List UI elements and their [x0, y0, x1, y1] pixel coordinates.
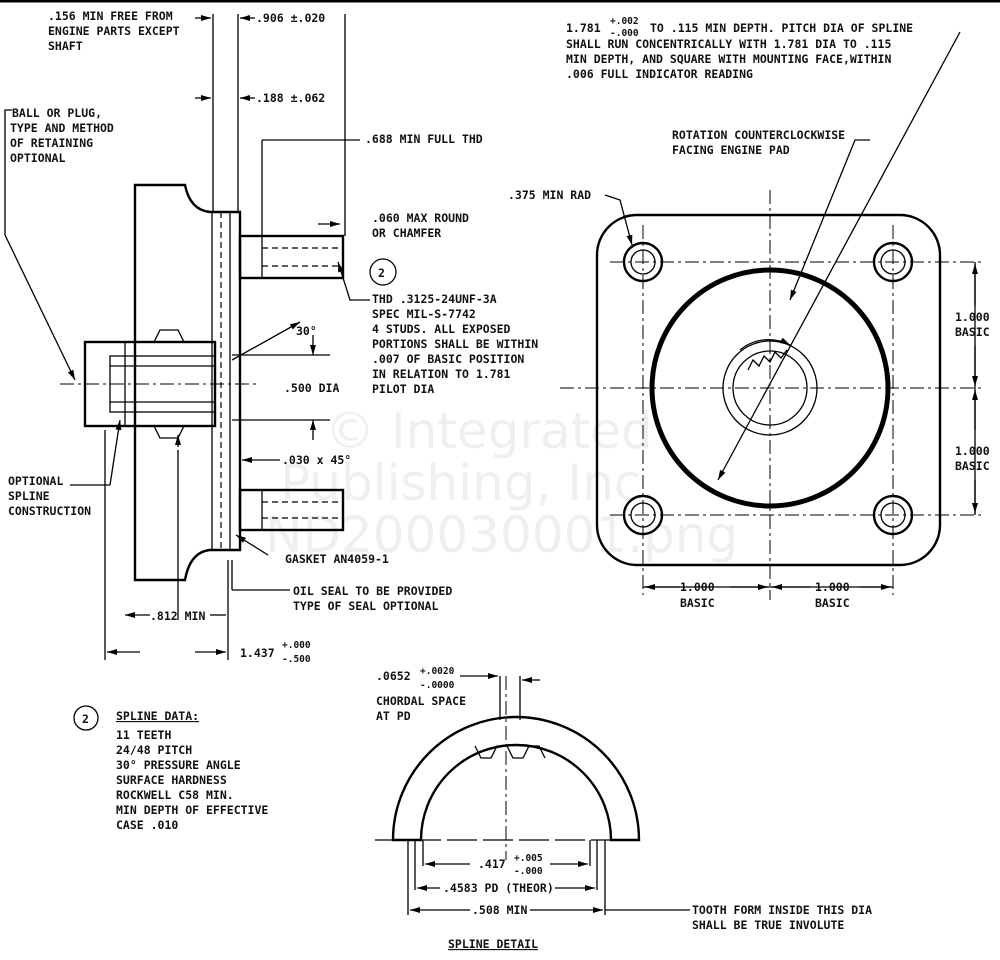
- basic-dim-label: BASIC: [680, 596, 715, 610]
- basic-dim-value: 1.000: [955, 310, 990, 324]
- optional-spline-note: CONSTRUCTION: [8, 504, 91, 518]
- front-view-labels: 1.781 +.002 -.000 TO .115 MIN DEPTH. PIT…: [508, 16, 990, 610]
- callout-circle: [73, 705, 99, 731]
- chamfer-dim: .030 x 45°: [282, 453, 351, 467]
- tolerance: -.0000: [420, 680, 455, 691]
- tolerance: -.000: [514, 866, 543, 877]
- callout-number: 2: [82, 712, 89, 726]
- section-view-labels: .156 MIN FREE FROM ENGINE PARTS EXCEPT S…: [8, 9, 538, 665]
- pilot-dim: 1.781: [566, 21, 601, 35]
- basic-dim-value: 1.000: [955, 444, 990, 458]
- basic-dim-value: 1.000: [680, 580, 715, 594]
- thread-note: .007 OF BASIC POSITION: [372, 352, 524, 366]
- basic-dim-label: BASIC: [815, 596, 850, 610]
- stud-hole: [872, 241, 914, 283]
- optional-spline-note: OPTIONAL: [8, 474, 63, 488]
- mounting-pad: [595, 213, 942, 567]
- spline-data-line: CASE .010: [116, 818, 178, 832]
- stud-hole: [622, 494, 664, 536]
- spline-data-line: 11 TEETH: [116, 728, 171, 742]
- rotation-note: FACING ENGINE PAD: [672, 143, 790, 157]
- dim-188: .188 ±.062: [256, 91, 325, 105]
- thread-note: SPEC MIL-S-7742: [372, 307, 476, 321]
- oil-seal-note: OIL SEAL TO BE PROVIDED: [293, 584, 452, 598]
- round-note: .060 MAX ROUND: [372, 211, 469, 225]
- stud-top: [238, 234, 345, 280]
- spline-data-line: ROCKWELL C58 MIN.: [116, 788, 234, 802]
- pilot-note: SHALL RUN CONCENTRICALLY WITH 1.781 DIA …: [566, 37, 891, 51]
- chordal-note: AT PD: [376, 709, 411, 723]
- spline-section: [391, 715, 641, 842]
- watermark: © Integrated Publishing, Inc. ND20003000…: [265, 402, 738, 564]
- watermark-line: © Integrated: [325, 402, 653, 460]
- section-view: [4, 14, 397, 660]
- stud-bottom: [238, 488, 345, 532]
- spline-data-title: SPLINE DATA:: [116, 709, 199, 723]
- optional-spline-note: SPLINE: [8, 489, 50, 503]
- spline-detail-title: SPLINE DETAIL: [448, 937, 538, 951]
- spline-data-line: 30° PRESSURE ANGLE: [116, 758, 241, 772]
- front-view: [560, 31, 985, 600]
- ball-note: BALL OR PLUG,: [12, 106, 102, 120]
- free-note: ENGINE PARTS EXCEPT: [48, 24, 180, 38]
- dia-500: .500 DIA: [284, 381, 339, 395]
- tooth-note: SHALL BE TRUE INVOLUTE: [692, 918, 844, 932]
- ball-note: OPTIONAL: [10, 151, 65, 165]
- thread-note: IN RELATION TO 1.781: [372, 367, 511, 381]
- spline-data-line: 24/48 PITCH: [116, 743, 192, 757]
- ball-note: OF RETAINING: [10, 136, 93, 150]
- callout-number: 2: [378, 266, 385, 280]
- ball-note: TYPE AND METHOD: [10, 121, 114, 135]
- spline-detail: [375, 673, 690, 915]
- tolerance: -.500: [282, 654, 311, 665]
- free-note: SHAFT: [48, 39, 83, 53]
- pad-radius: .375 MIN RAD: [508, 188, 591, 202]
- dim-1437: 1.437: [240, 646, 275, 660]
- spline-teeth: [474, 745, 546, 759]
- pilot-note: TO .115 MIN DEPTH. PITCH DIA OF SPLINE: [650, 21, 913, 35]
- flange-body: [133, 183, 242, 582]
- spline-data-line: SURFACE HARDNESS: [116, 773, 227, 787]
- spline-detail-labels: .0652 +.0020 -.0000 CHORDAL SPACE AT PD …: [376, 666, 872, 951]
- tolerance: -.000: [610, 28, 639, 39]
- thread-note: 4 STUDS. ALL EXPOSED: [372, 322, 511, 336]
- spline-data: 2 SPLINE DATA: 11 TEETH 24/48 PITCH 30° …: [73, 705, 268, 832]
- tolerance: +.002: [610, 16, 639, 27]
- tooth-note: TOOTH FORM INSIDE THIS DIA: [692, 903, 872, 917]
- thread-note: THD .3125-24UNF-3A: [372, 292, 497, 306]
- tolerance: +.005: [514, 853, 543, 864]
- oil-seal-note: TYPE OF SEAL OPTIONAL: [293, 599, 438, 613]
- rotation-arrow: [739, 337, 791, 351]
- spline-teeth: [747, 349, 788, 371]
- round-note: OR CHAMFER: [372, 226, 441, 240]
- rotation-note: ROTATION COUNTERCLOCKWISE: [672, 128, 845, 142]
- pilot-note: MIN DEPTH, AND SQUARE WITH MOUNTING FACE…: [566, 52, 891, 66]
- angle-30: 30°: [296, 324, 317, 338]
- stud-hole: [622, 241, 664, 283]
- dim-417: .417: [478, 857, 506, 871]
- thread-note: PORTIONS SHALL BE WITHIN: [372, 337, 538, 351]
- free-note: .156 MIN FREE FROM: [48, 9, 173, 23]
- tolerance: +.000: [282, 640, 311, 651]
- dim-812: .812 MIN: [150, 609, 205, 623]
- pilot-note: .006 FULL INDICATOR READING: [566, 67, 753, 81]
- thread-note: PILOT DIA: [372, 382, 434, 396]
- tolerance: +.0020: [420, 666, 455, 677]
- chordal-note: CHORDAL SPACE: [376, 694, 466, 708]
- stud-hole: [872, 494, 914, 536]
- chordal-dim: .0652: [376, 669, 411, 683]
- dim-906: .906 ±.020: [256, 11, 325, 25]
- spline-data-line: MIN DEPTH OF EFFECTIVE: [116, 803, 268, 817]
- pilot-leader: [717, 31, 961, 481]
- basic-dim-label: BASIC: [955, 325, 990, 339]
- basic-dim-value: 1.000: [815, 580, 850, 594]
- basic-dim-label: BASIC: [955, 459, 990, 473]
- callout-circle: [369, 258, 397, 286]
- pitch-diameter: .4583 PD (THEOR): [443, 881, 554, 895]
- seal: [152, 329, 186, 343]
- dim-688: .688 MIN FULL THD: [365, 132, 483, 146]
- min-diameter: .508 MIN: [472, 903, 527, 917]
- gasket-note: GASKET AN4059-1: [285, 552, 389, 566]
